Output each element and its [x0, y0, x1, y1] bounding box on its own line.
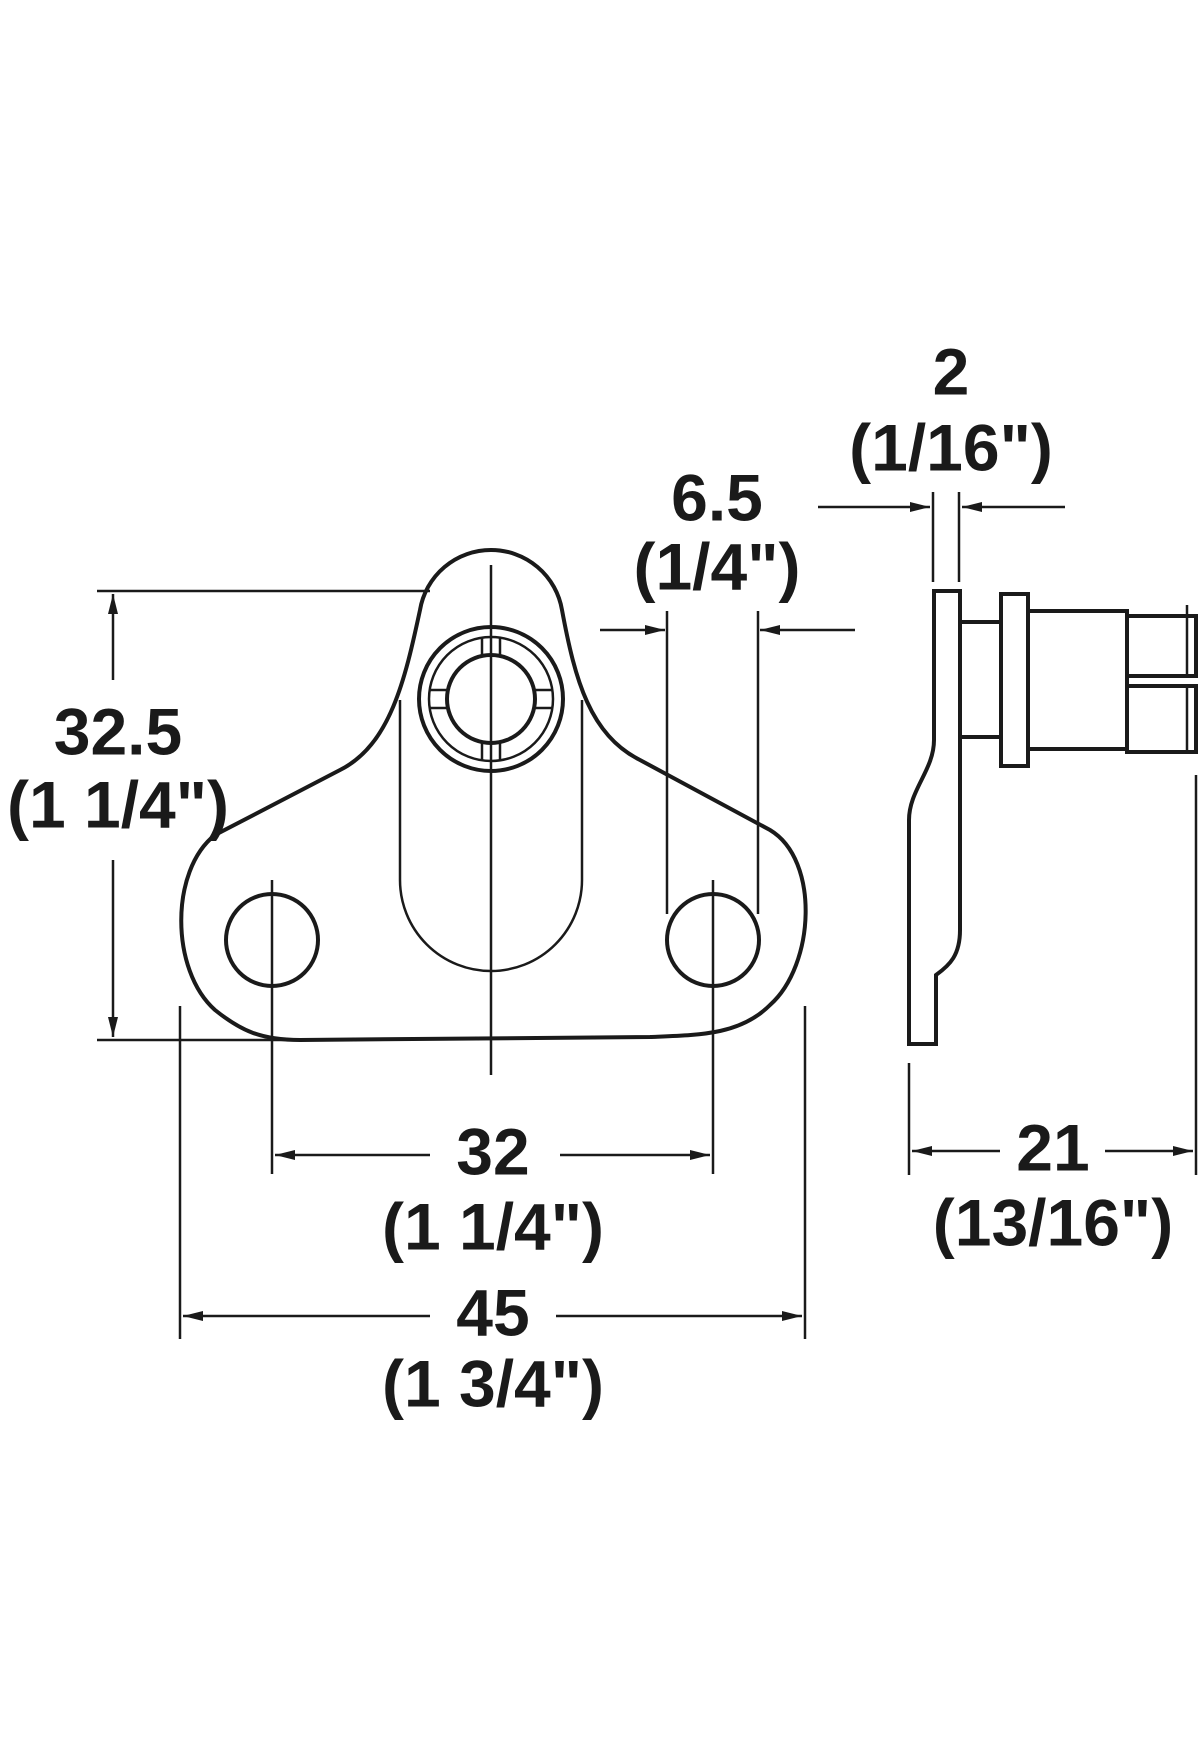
dim-hole-spacing: 32 (1 1/4"): [270, 880, 715, 1263]
side-tip-top: [1125, 614, 1198, 678]
side-tip-bottom: [1125, 684, 1198, 754]
plate-thickness-mm: 2: [933, 334, 970, 408]
dim-depth: 21 (13/16"): [907, 775, 1198, 1259]
dim-plate-thickness: 2 (1/16"): [818, 334, 1065, 582]
hole-spacing-inch: (1 1/4"): [382, 1189, 604, 1263]
height-mm: 32.5: [54, 694, 182, 768]
side-body: [1026, 609, 1129, 751]
dim-height: 32.5 (1 1/4"): [7, 589, 430, 1042]
boss-ribs: [429, 637, 553, 761]
plate-thickness-inch: (1/16"): [849, 410, 1053, 484]
hole-spacing-mm: 32: [456, 1114, 529, 1188]
dim-overall-width: 45 (1 3/4"): [178, 1006, 807, 1420]
side-plate: [907, 589, 962, 1046]
overall-width-inch: (1 3/4"): [382, 1346, 604, 1420]
depth-inch: (13/16"): [933, 1185, 1173, 1259]
hole-diameter-inch: (1/4"): [634, 529, 801, 603]
height-inch: (1 1/4"): [7, 767, 229, 841]
hole-diameter-mm: 6.5: [671, 460, 763, 534]
dim-hole-diameter: 6.5 (1/4"): [600, 460, 855, 914]
overall-width-mm: 45: [456, 1275, 529, 1349]
side-flange: [999, 592, 1030, 768]
bracket-outline: [179, 548, 808, 1043]
depth-mm: 21: [1016, 1110, 1089, 1184]
side-view: [907, 589, 1198, 1046]
side-shaft: [958, 620, 1003, 739]
